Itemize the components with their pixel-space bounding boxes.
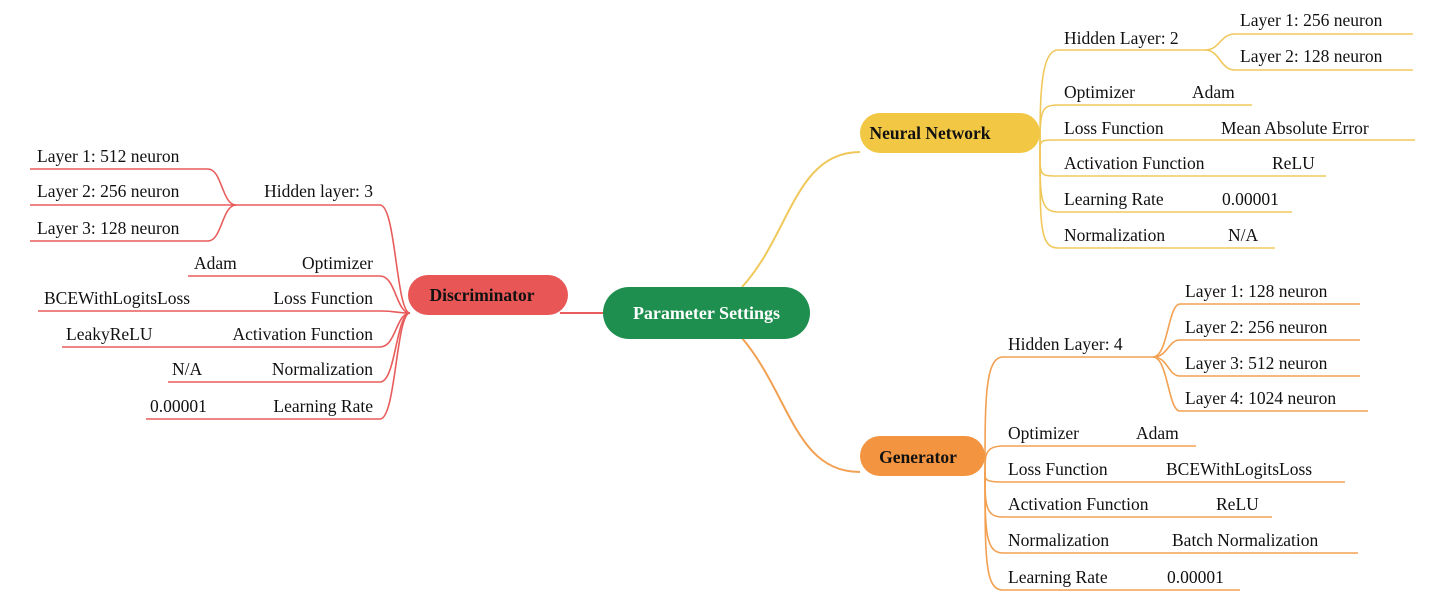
param-name: Optimizer (1008, 423, 1079, 443)
param-value: ReLU (1272, 153, 1315, 173)
generator-hidden-group: Hidden Layer: 4 Layer 1: 128 neuron Laye… (1008, 281, 1336, 408)
neural-network-layer-1: Layer 1: 256 neuron (1240, 10, 1383, 30)
param-value: Adam (194, 253, 237, 273)
generator-node[interactable]: Generator (860, 436, 985, 476)
param-value: N/A (172, 359, 203, 379)
param-value: 0.00001 (1222, 189, 1279, 209)
param-value: Mean Absolute Error (1221, 118, 1369, 138)
root-label: Parameter Settings (633, 303, 780, 323)
generator-param-normalization: Normalization Batch Normalization (1008, 530, 1319, 550)
param-name: Learning Rate (1064, 189, 1164, 209)
generator-layer-3: Layer 3: 512 neuron (1185, 353, 1328, 373)
discriminator-params: Optimizer Adam Loss Function BCEWithLogi… (44, 253, 373, 416)
generator-param-activation: Activation Function ReLU (1008, 494, 1259, 514)
link-root-neural-network (741, 151, 861, 288)
param-value: LeakyReLU (66, 324, 153, 344)
param-name: Learning Rate (1008, 567, 1108, 587)
param-name: Activation Function (1064, 153, 1205, 173)
neural-network-links (1039, 33, 1415, 249)
neural-network-layer-2: Layer 2: 128 neuron (1240, 46, 1383, 66)
neural-network-hidden-label: Hidden Layer: 2 (1064, 28, 1179, 48)
param-name: Loss Function (1008, 459, 1108, 479)
discriminator-node[interactable]: Discriminator (408, 275, 568, 315)
generator-hidden-label: Hidden Layer: 4 (1008, 334, 1123, 354)
param-name: Activation Function (1008, 494, 1149, 514)
discriminator-param-optimizer: Optimizer Adam (194, 253, 373, 273)
param-value: 0.00001 (1167, 567, 1224, 587)
generator-label: Generator (879, 447, 957, 467)
param-name: Learning Rate (273, 396, 373, 416)
param-value: Adam (1136, 423, 1179, 443)
link-root-generator (741, 337, 861, 473)
neural-network-node[interactable]: Neural Network (860, 113, 1040, 153)
param-value: N/A (1228, 225, 1259, 245)
param-name: Loss Function (273, 288, 373, 308)
param-name: Normalization (272, 359, 373, 379)
generator-param-learning-rate: Learning Rate 0.00001 (1008, 567, 1224, 587)
param-name: Normalization (1064, 225, 1165, 245)
generator-pill (860, 436, 985, 476)
param-name: Optimizer (1064, 82, 1135, 102)
root-node[interactable]: Parameter Settings (603, 287, 810, 339)
generator-params: Optimizer Adam Loss Function BCEWithLogi… (1008, 423, 1319, 587)
param-value: ReLU (1216, 494, 1259, 514)
neural-network-label: Neural Network (869, 123, 990, 143)
discriminator-links (30, 168, 411, 420)
neural-network-param-optimizer: Optimizer Adam (1064, 82, 1235, 102)
discriminator-param-learning-rate: Learning Rate 0.00001 (150, 396, 373, 416)
root-pill (603, 287, 810, 339)
generator-layer-4: Layer 4: 1024 neuron (1185, 388, 1336, 408)
discriminator-param-activation: Activation Function LeakyReLU (66, 324, 373, 344)
param-value: Batch Normalization (1172, 530, 1319, 550)
discriminator-hidden-group: Hidden layer: 3 Layer 1: 512 neuron Laye… (37, 146, 373, 238)
param-value: BCEWithLogitsLoss (44, 288, 190, 308)
param-value: BCEWithLogitsLoss (1166, 459, 1312, 479)
neural-network-pill (860, 113, 1040, 153)
generator-param-loss: Loss Function BCEWithLogitsLoss (1008, 459, 1312, 479)
neural-network-param-normalization: Normalization N/A (1064, 225, 1259, 245)
neural-network-hidden-group: Hidden Layer: 2 Layer 1: 256 neuron Laye… (1064, 10, 1383, 66)
neural-network-params: Optimizer Adam Loss Function Mean Absolu… (1064, 82, 1369, 245)
neural-network-param-activation: Activation Function ReLU (1064, 153, 1315, 173)
param-name: Loss Function (1064, 118, 1164, 138)
discriminator-layer-1: Layer 1: 512 neuron (37, 146, 180, 166)
discriminator-param-normalization: Normalization N/A (172, 359, 373, 379)
discriminator-pill (408, 275, 568, 315)
discriminator-label: Discriminator (430, 285, 535, 305)
neural-network-param-learning-rate: Learning Rate 0.00001 (1064, 189, 1279, 209)
generator-links (984, 303, 1368, 591)
param-value: 0.00001 (150, 396, 207, 416)
param-name: Optimizer (302, 253, 373, 273)
discriminator-hidden-label: Hidden layer: 3 (264, 181, 373, 201)
generator-layer-1: Layer 1: 128 neuron (1185, 281, 1328, 301)
discriminator-param-loss: Loss Function BCEWithLogitsLoss (44, 288, 373, 308)
generator-layer-2: Layer 2: 256 neuron (1185, 317, 1328, 337)
param-name: Activation Function (233, 324, 374, 344)
param-name: Normalization (1008, 530, 1109, 550)
neural-network-param-loss: Loss Function Mean Absolute Error (1064, 118, 1369, 138)
discriminator-layer-3: Layer 3: 128 neuron (37, 218, 180, 238)
generator-param-optimizer: Optimizer Adam (1008, 423, 1179, 443)
discriminator-layer-2: Layer 2: 256 neuron (37, 181, 180, 201)
param-value: Adam (1192, 82, 1235, 102)
